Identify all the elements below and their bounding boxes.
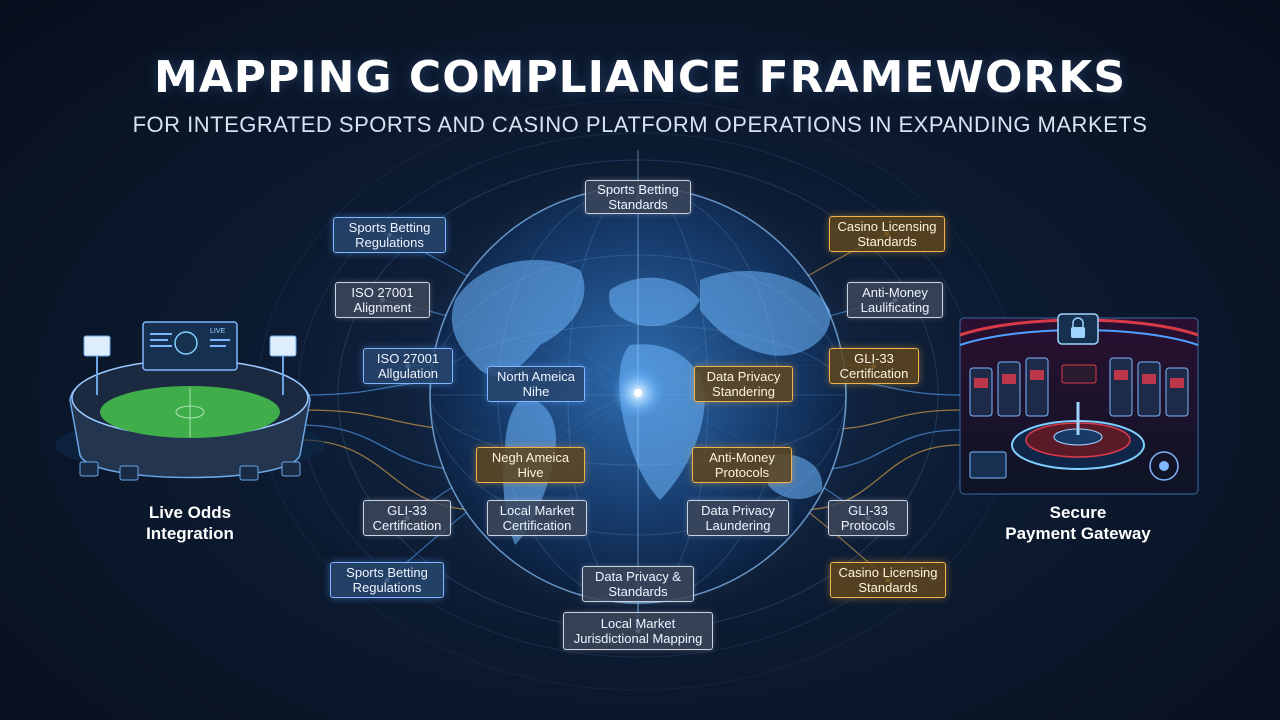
node-label-line1: ISO 27001: [351, 285, 414, 300]
node-label-line1: GLI-33: [848, 503, 888, 518]
node-label-line1: ISO 27001: [376, 351, 440, 366]
node-label-line1: North Ameica: [496, 369, 576, 384]
node-label-line1: Sports Betting: [597, 182, 679, 197]
right-caption: Secure Payment Gateway: [978, 502, 1178, 544]
node-label-line2: Certification: [839, 366, 909, 381]
right-caption-line2: Payment Gateway: [1005, 524, 1151, 543]
left-caption: Live Odds Integration: [100, 502, 280, 544]
node-label-line1: Data Privacy: [701, 503, 775, 518]
node-label-line2: Jurisdictional Mapping: [573, 631, 703, 646]
floodlight-icon: [83, 335, 111, 395]
scoreboard-label: LIVE: [210, 328, 226, 335]
node-label-line2: Regulations: [355, 235, 424, 250]
refresh-icon: [1149, 451, 1179, 481]
node-label-line1: Anti-Money: [709, 450, 775, 465]
casino-illustration: [959, 313, 1199, 495]
node-label-line2: Laundering: [705, 518, 771, 533]
page-title: MAPPING COMPLIANCE FRAMEWORKS: [153, 52, 1127, 103]
node-label-line2: Alignment: [353, 300, 412, 315]
node-label-line1: Data Privacy &: [595, 569, 681, 584]
left-caption-line2: Integration: [146, 524, 234, 543]
node-label-line2: Certification: [372, 518, 442, 533]
node-label-line1: Data Privacy: [706, 369, 781, 384]
node-label-line1: Negh Ameica: [491, 450, 570, 465]
node-label-line2: Standards: [608, 197, 668, 212]
node-label-line2: Protocols: [840, 518, 896, 533]
node-label-line2: Hive: [517, 465, 544, 480]
page-subtitle: FOR INTEGRATED SPORTS AND CASINO PLATFOR…: [132, 112, 1148, 137]
node-label-line1: Local Market: [499, 503, 575, 518]
roulette-wheel: [1011, 402, 1145, 470]
stadium-illustration: LIVE: [55, 321, 325, 481]
node-label-line2: Standards: [608, 584, 668, 599]
continents: [451, 260, 831, 545]
left-caption-line1: Live Odds: [148, 503, 232, 522]
node-label-line1: GLI-33: [387, 503, 427, 518]
node-label-line1: Casino Licensing: [837, 219, 937, 234]
node-label-line2: Standards: [858, 580, 918, 595]
node-data-privacy-standards[interactable]: Data Privacy &Standards: [582, 566, 694, 602]
node-label-line2: Regulations: [352, 580, 422, 595]
node-label-line2: Laulificating: [860, 300, 930, 315]
security-lock-icon: [1057, 313, 1099, 345]
node-label-line1: Sports Betting: [346, 565, 428, 580]
node-label-line2: Allgulation: [378, 366, 438, 381]
node-label-line2: Standards: [857, 234, 917, 249]
node-label-line1: Local Market: [600, 616, 676, 631]
node-label-line1: Sports Betting: [348, 220, 431, 235]
node-label-line2: Certification: [502, 518, 572, 533]
node-label-line2: Protocols: [714, 465, 770, 480]
node-label-line1: Casino Licensing: [838, 565, 938, 580]
node-label-line2: Nihe: [522, 384, 550, 399]
node-label-line2: Standering: [712, 384, 775, 399]
right-caption-line1: Secure: [1049, 503, 1107, 522]
node-label-line1: Anti-Money: [862, 285, 928, 300]
floodlight-icon: [269, 335, 297, 395]
node-label-line1: GLI-33: [854, 351, 894, 366]
